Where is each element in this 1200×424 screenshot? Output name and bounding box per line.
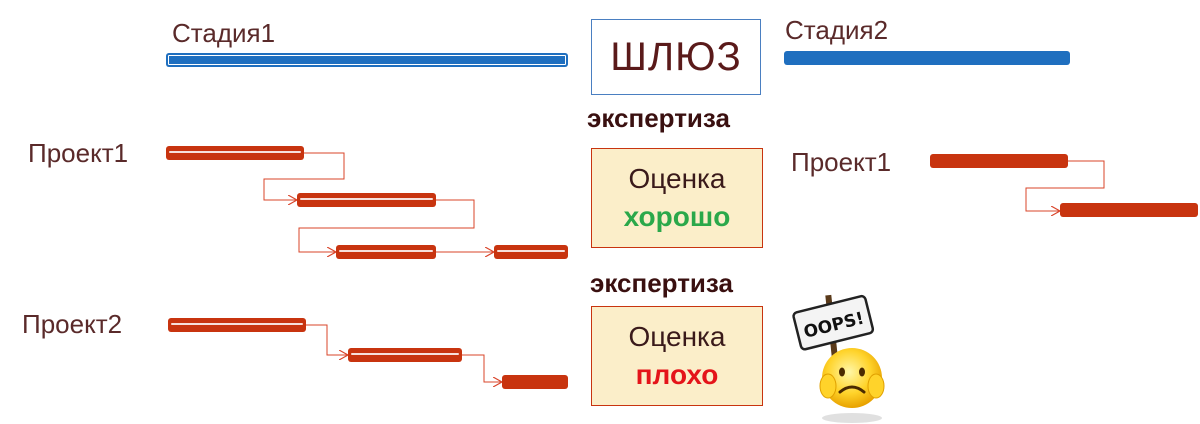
gate-label: ШЛЮЗ <box>610 34 742 79</box>
connector-p1-1 <box>263 152 345 200</box>
gate-box: ШЛЮЗ <box>591 19 761 95</box>
review2-result: плохо <box>635 359 719 390</box>
review1-result: хорошо <box>623 201 731 232</box>
stage2-bar <box>784 51 1070 65</box>
task-bar <box>1060 203 1198 217</box>
review1-title: Оценка <box>628 163 726 194</box>
oops-sign-icon: OOPS! <box>792 294 885 423</box>
connector-p1-2 <box>298 199 475 252</box>
connector-p2-1 <box>306 324 348 355</box>
project1-label-stage2: Проект1 <box>791 147 892 177</box>
review1-box: Оценка хорошо <box>591 148 763 248</box>
connector-p2-2 <box>462 354 502 382</box>
task-bar <box>168 318 306 332</box>
task-bar <box>336 245 436 259</box>
stage1-label: Стадия1 <box>172 18 276 48</box>
task-bar <box>494 245 568 259</box>
stage1-bar <box>166 53 568 67</box>
stage2-label: Стадия2 <box>785 15 889 45</box>
review2-box: Оценка плохо <box>591 306 763 406</box>
task-bar <box>348 348 462 362</box>
connector-p1s2-1 <box>1025 160 1105 211</box>
review2-title: Оценка <box>628 321 726 352</box>
task-bar <box>930 154 1068 168</box>
review2-header: экспертиза <box>590 268 733 298</box>
task-bar <box>166 146 304 160</box>
project2-label-stage1: Проект2 <box>22 309 123 339</box>
project1-label-stage1: Проект1 <box>28 138 129 168</box>
review1-header: экспертиза <box>587 103 730 133</box>
task-bar <box>502 375 568 389</box>
task-bar <box>297 193 436 207</box>
